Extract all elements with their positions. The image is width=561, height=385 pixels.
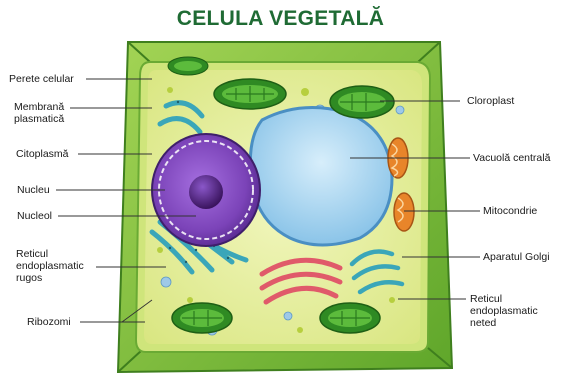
label-cloroplast: Cloroplast — [467, 95, 514, 107]
mitochondrion-2 — [394, 193, 414, 231]
label-text: plasmatică — [14, 113, 64, 125]
label-nucleol: Nucleol — [17, 210, 52, 222]
chloroplast-3 — [172, 303, 232, 333]
label-aparatul-golgi: Aparatul Golgi — [483, 251, 550, 263]
central-vacuole — [250, 108, 392, 246]
label-mitocondrie: Mitocondrie — [483, 205, 537, 217]
label-nucleu: Nucleu — [17, 184, 50, 196]
label-text: neted — [470, 317, 538, 329]
chloroplast-2 — [330, 86, 394, 118]
label-text: endoplasmatic — [16, 260, 84, 272]
label-text: endoplasmatic — [470, 305, 538, 317]
label-text: Vacuolă centrală — [473, 152, 550, 164]
label-text: Reticul — [16, 248, 84, 260]
nucleolus — [189, 175, 223, 209]
label-text: Nucleu — [17, 184, 50, 196]
label-vacuola-centrala: Vacuolă centrală — [473, 152, 550, 164]
label-perete-celular: Perete celular — [9, 73, 74, 85]
label-ribozomi: Ribozomi — [27, 316, 71, 328]
label-text: Reticul — [470, 293, 538, 305]
label-text: Nucleol — [17, 210, 52, 222]
chloroplast-5 — [168, 57, 208, 75]
label-citoplasma: Citoplasmă — [16, 148, 69, 160]
chloroplast-1 — [214, 79, 286, 109]
label-text: Ribozomi — [27, 316, 71, 328]
label-reticul-rugos: Reticul endoplasmatic rugos — [16, 248, 84, 284]
label-text: Aparatul Golgi — [483, 251, 550, 263]
label-text: Membrană — [14, 101, 64, 113]
label-text: Perete celular — [9, 73, 74, 85]
label-text: Mitocondrie — [483, 205, 537, 217]
chloroplast-4 — [320, 303, 380, 333]
label-text: Cloroplast — [467, 95, 514, 107]
label-reticul-neted: Reticul endoplasmatic neted — [470, 293, 538, 329]
label-membrana-plasmatica: Membrană plasmatică — [14, 101, 64, 125]
label-text: Citoplasmă — [16, 148, 69, 160]
label-text: rugos — [16, 272, 84, 284]
